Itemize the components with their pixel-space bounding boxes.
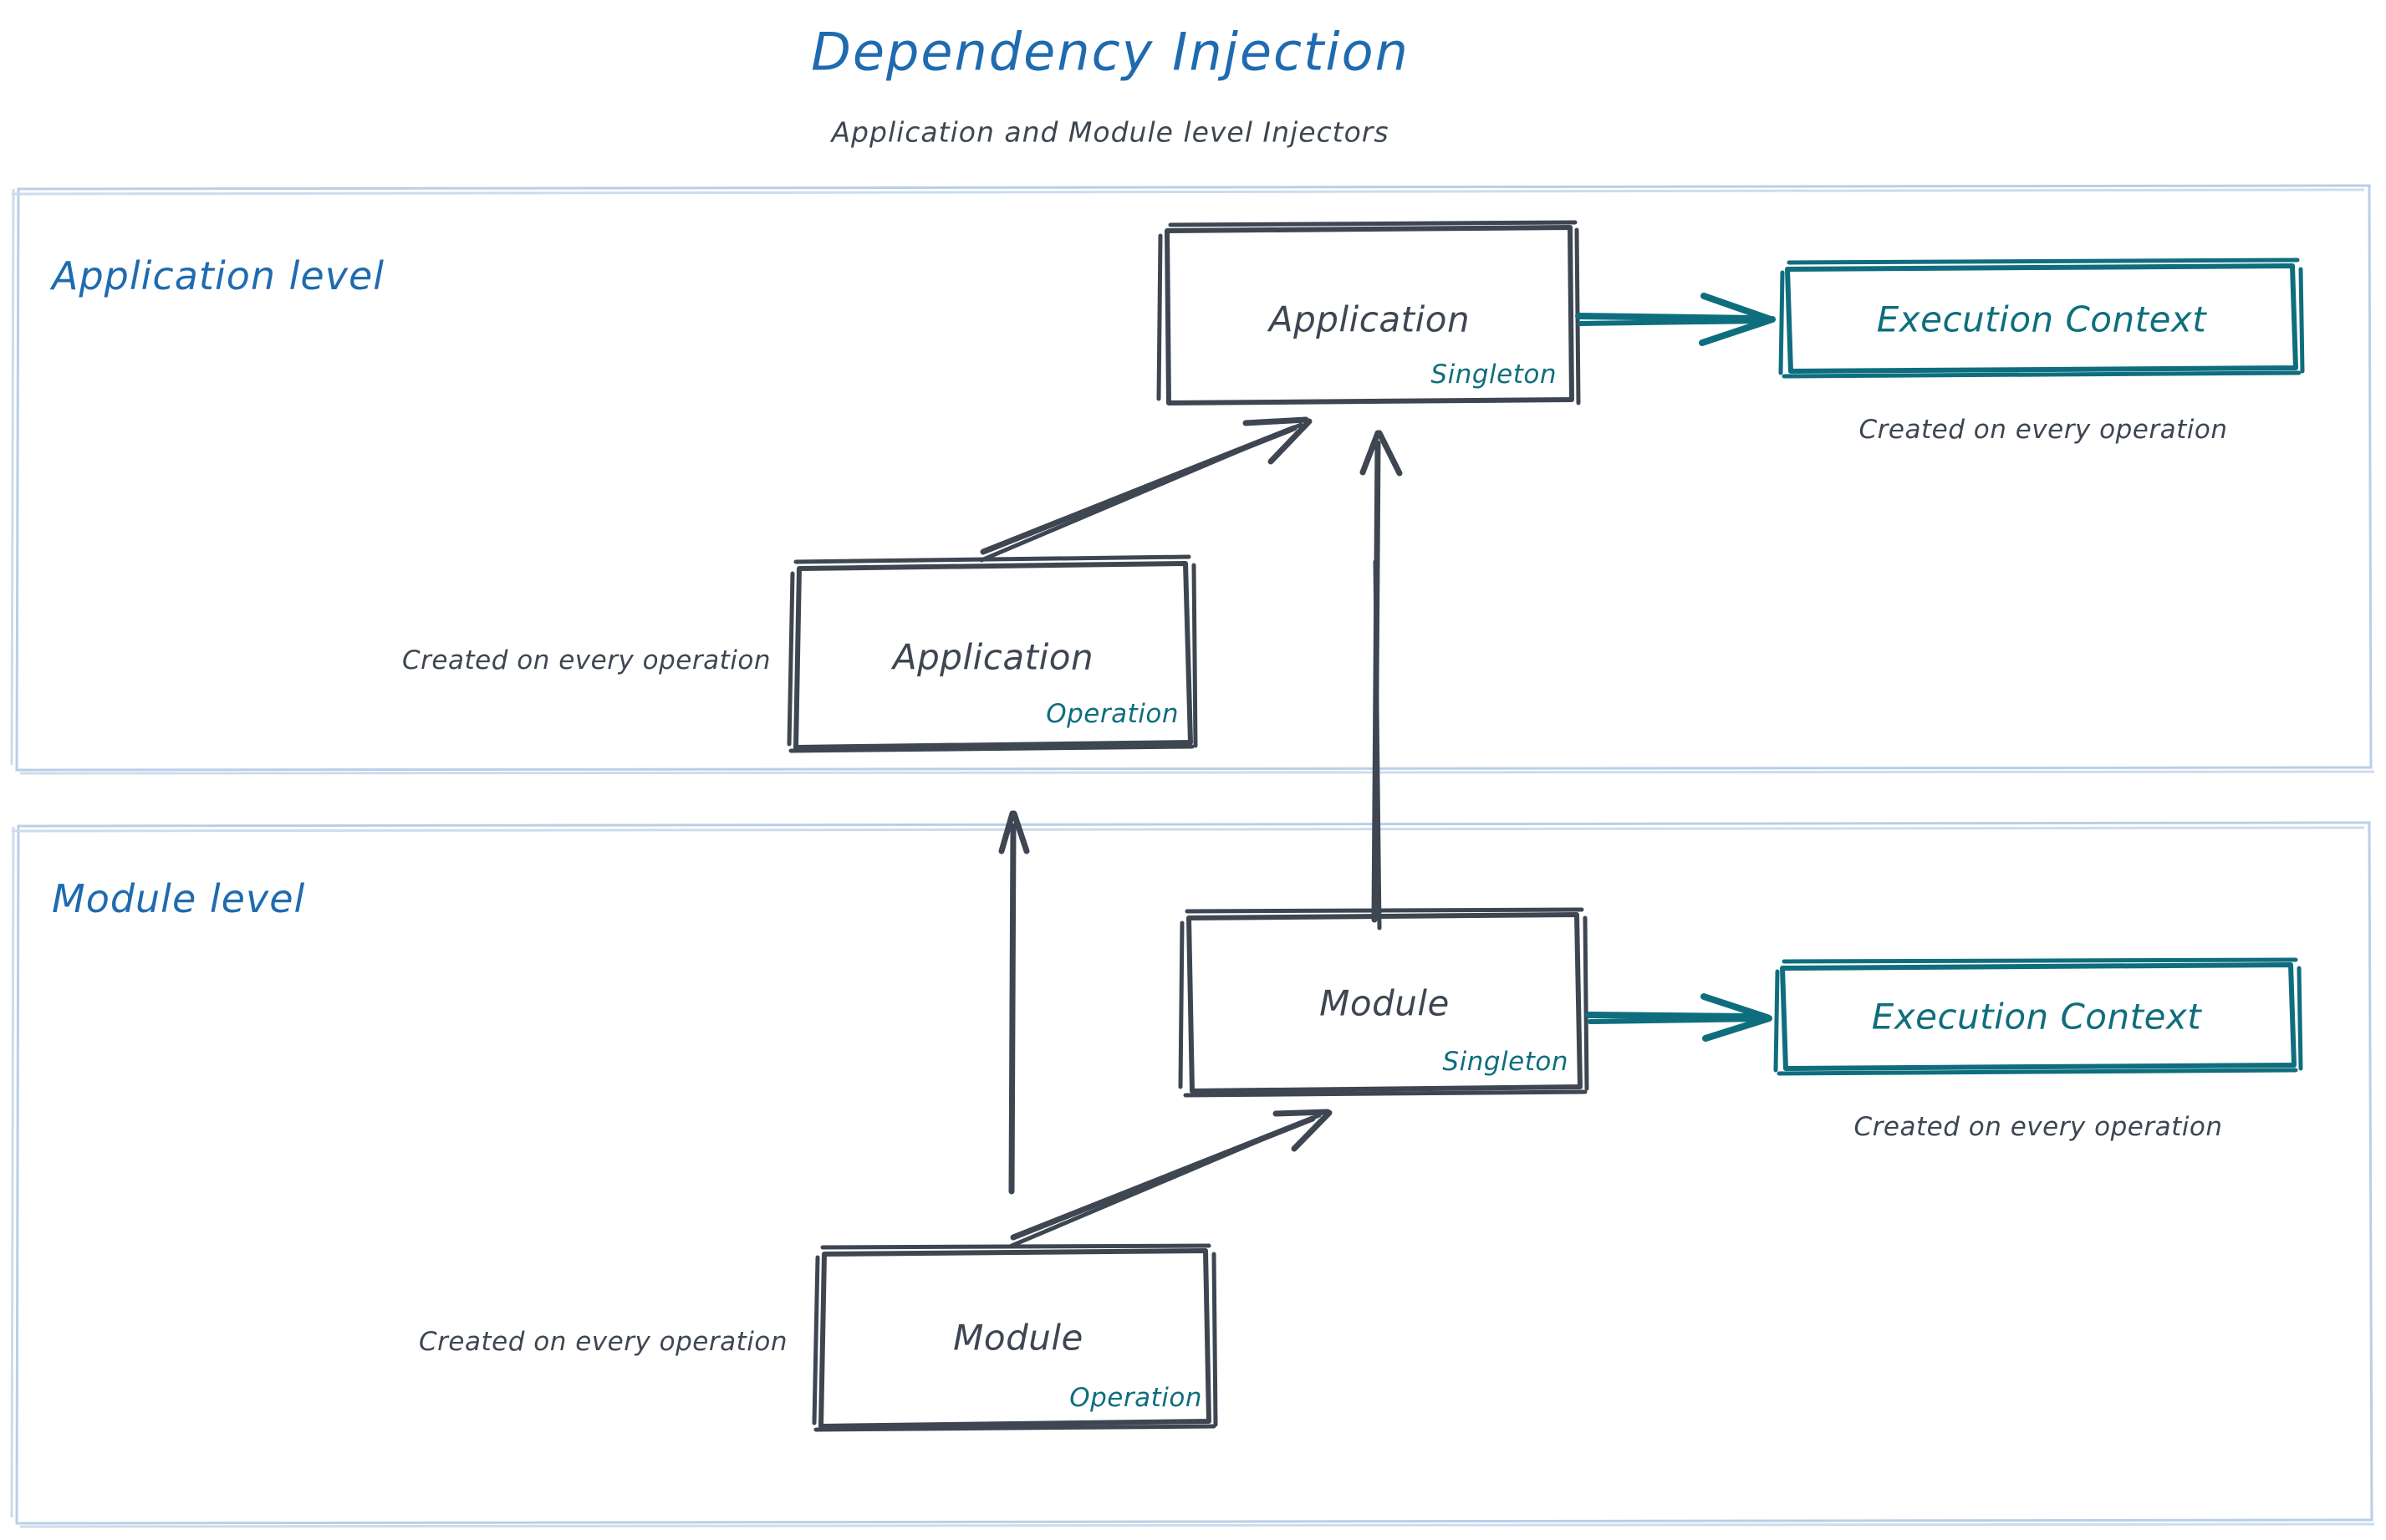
edge-app-singleton-to-app-context <box>1575 293 1776 346</box>
node-application-execution-context-shape <box>1778 258 2305 379</box>
lane-label-module-level: Module level <box>52 876 306 921</box>
node-application-singleton-title[interactable]: Application <box>1268 298 1471 340</box>
lane-application-level-frame <box>10 184 2375 775</box>
module-operation-note: Created on every operation <box>419 1327 788 1357</box>
node-application-singleton-shape <box>1156 220 1581 405</box>
lane-label-application-level: Application level <box>52 253 385 298</box>
edge-module-singleton-to-module-context <box>1585 993 1772 1042</box>
lane-module-level-frame <box>10 821 2375 1528</box>
node-application-operation-shape <box>787 554 1198 753</box>
page-subtitle: Application and Module level Injectors <box>831 115 1389 149</box>
node-module-singleton-scope: Singleton <box>1442 1047 1568 1077</box>
node-module-singleton-shape <box>1178 907 1589 1098</box>
node-module-operation-scope: Operation <box>1069 1383 1202 1413</box>
edge-module-operation-to-app-operation <box>998 810 1030 1195</box>
node-module-execution-context-title[interactable]: Execution Context <box>1871 996 2202 1038</box>
node-module-singleton-title[interactable]: Module <box>1319 982 1450 1024</box>
node-module-operation-shape <box>812 1243 1218 1432</box>
node-application-singleton-scope: Singleton <box>1430 360 1557 390</box>
node-module-execution-context-shape <box>1773 957 2303 1076</box>
edge-module-operation-to-module-singleton <box>1009 1109 1333 1248</box>
node-application-execution-context-title[interactable]: Execution Context <box>1876 298 2207 340</box>
node-application-operation-scope: Operation <box>1046 699 1179 729</box>
edge-module-singleton-to-app-singleton <box>1359 430 1403 931</box>
module-execution-context-note: Created on every operation <box>1853 1112 2223 1142</box>
node-module-operation-title[interactable]: Module <box>953 1317 1083 1359</box>
application-operation-note: Created on every operation <box>402 645 771 676</box>
application-execution-context-note: Created on every operation <box>1858 415 2228 445</box>
node-application-operation-title[interactable]: Application <box>892 636 1094 678</box>
page-title: Dependency Injection <box>811 21 1410 83</box>
edge-app-operation-to-app-singleton <box>979 416 1313 563</box>
